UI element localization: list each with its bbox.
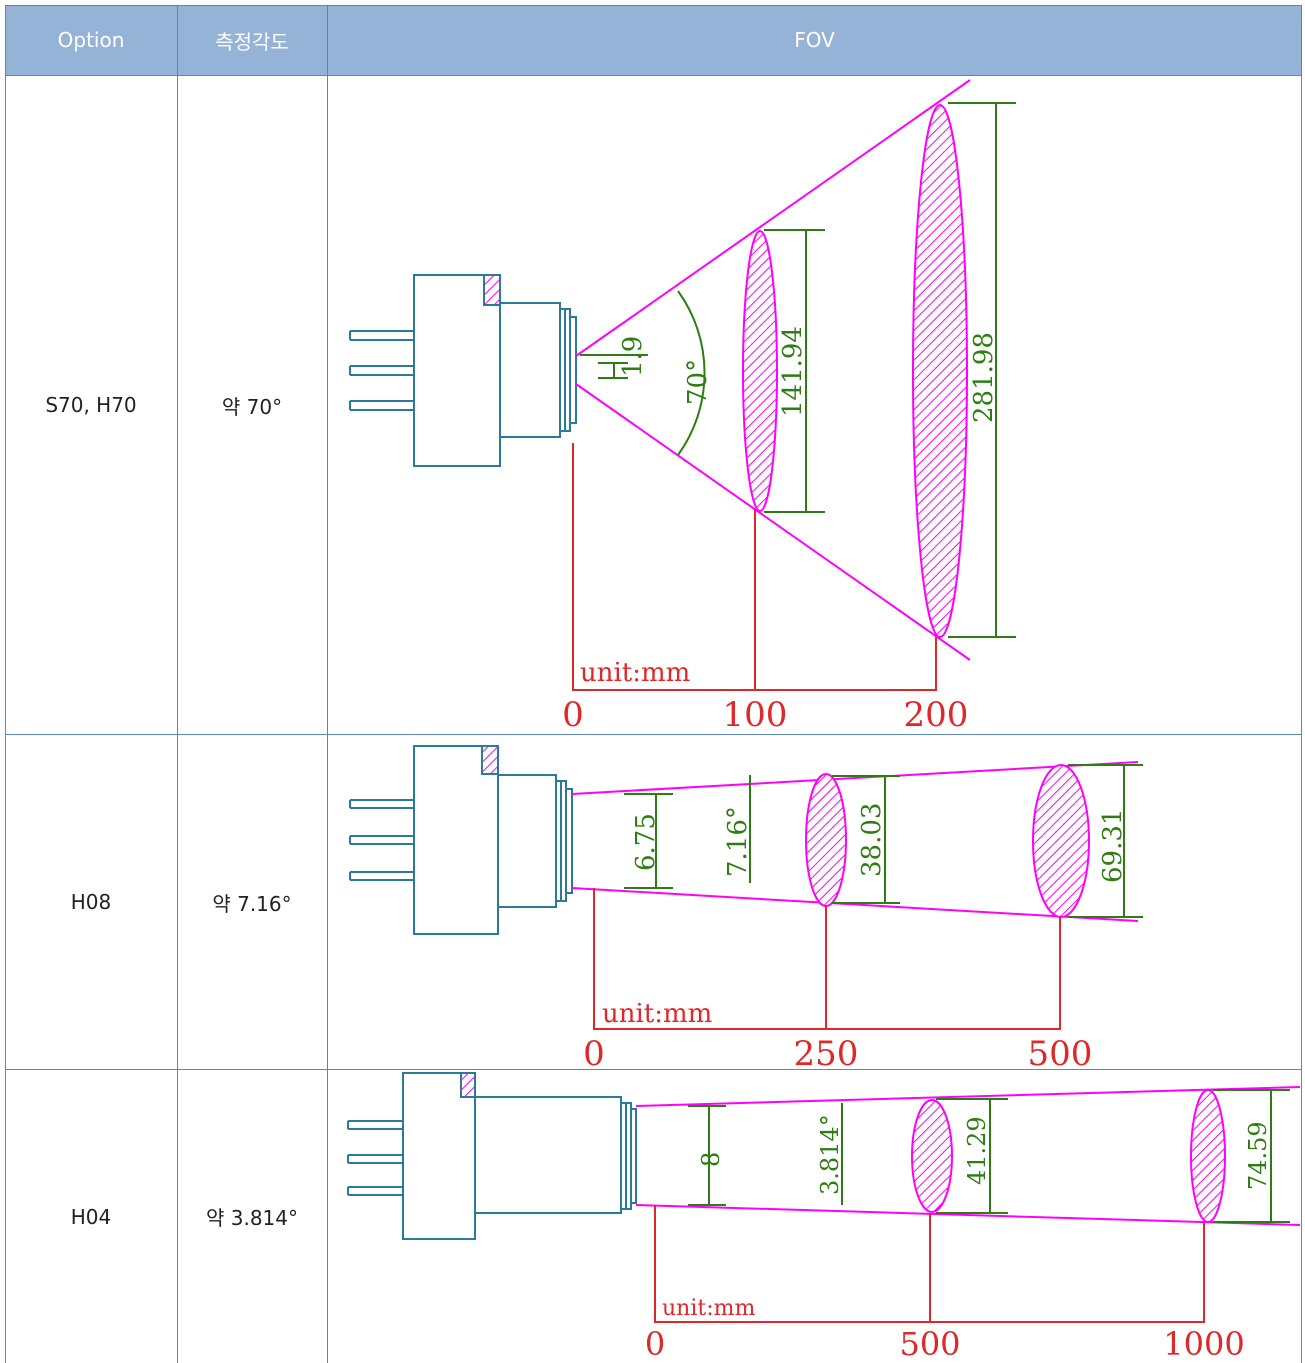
header-fov: FOV [327,5,1302,75]
distance-label: 100 [723,695,788,735]
spot-size-2: 281.98 [969,332,999,423]
spot-ellipse [911,1099,953,1213]
unit-label: unit:mm [580,658,690,688]
distance-label: 0 [645,1325,665,1363]
spot-size-1: 38.03 [857,803,887,877]
sensor-body [347,1072,637,1240]
angle-cell: 약 7.16° [212,891,292,916]
angle-label: 7.16° [723,806,753,877]
spot-size-1: 41.29 [963,1116,991,1185]
grid-line [5,75,1302,76]
unit-label: unit:mm [602,999,712,1029]
angle-cell: 약 3.814° [205,1206,298,1230]
distance-label: 500 [1028,1034,1093,1074]
sensor-body [349,274,577,467]
angle-label: 70° [683,359,713,405]
spot-ellipse [742,230,778,512]
angle-label: 3.814° [816,1114,844,1195]
unit-label: unit:mm [662,1296,755,1321]
distance-label: 200 [904,695,969,735]
spot-ellipse [1190,1089,1226,1223]
grid-line [5,734,1302,735]
diagram-h08: 6.75 7.16° 38.03 69.31 unit:mm 0 250 500 [349,745,1143,1074]
distance-label: 0 [583,1034,605,1074]
spot-size-2: 69.31 [1098,809,1128,883]
distance-label: 250 [794,1034,859,1074]
lens-dimension: 1.9 [618,336,648,377]
distance-label: 1000 [1163,1325,1244,1363]
diagram-s70: 1.9 70° 141.94 281.98 unit:mm 0 100 200 [349,79,1016,735]
header-option: Option [5,5,177,75]
lens-dimension: 6.75 [631,813,661,871]
sensor-body [349,745,573,935]
fov-diagrams: 1.9 70° 141.94 281.98 unit:mm 0 100 200 [347,79,1300,1363]
grid-line [1301,5,1302,1363]
grid-line [5,1069,1302,1070]
fov-table: Option 측정각도 FOV S70, H70 약 70° H08 약 7.1… [5,5,1302,1363]
spot-ellipse [805,773,847,907]
grid-line [177,5,178,1363]
spot-size-2: 74.59 [1244,1121,1272,1190]
spot-ellipse [912,104,968,638]
angle-cell: 약 70° [221,394,283,419]
lens-dimension: 8 [697,1152,725,1167]
grid-line [5,5,6,1363]
header-angle: 측정각도 [177,5,327,75]
grid-line [327,5,328,1363]
option-cell: H08 [70,890,112,914]
distance-label: 500 [899,1325,960,1363]
spot-size-1: 141.94 [778,326,808,417]
spot-ellipse [1032,764,1090,918]
option-cell: S70, H70 [45,393,137,417]
grid-line [5,5,1302,6]
distance-label: 0 [562,695,584,735]
diagram-h04: 8 3.814° 41.29 74.59 unit:mm 0 500 1000 [347,1072,1300,1363]
option-cell: H04 [70,1204,112,1229]
